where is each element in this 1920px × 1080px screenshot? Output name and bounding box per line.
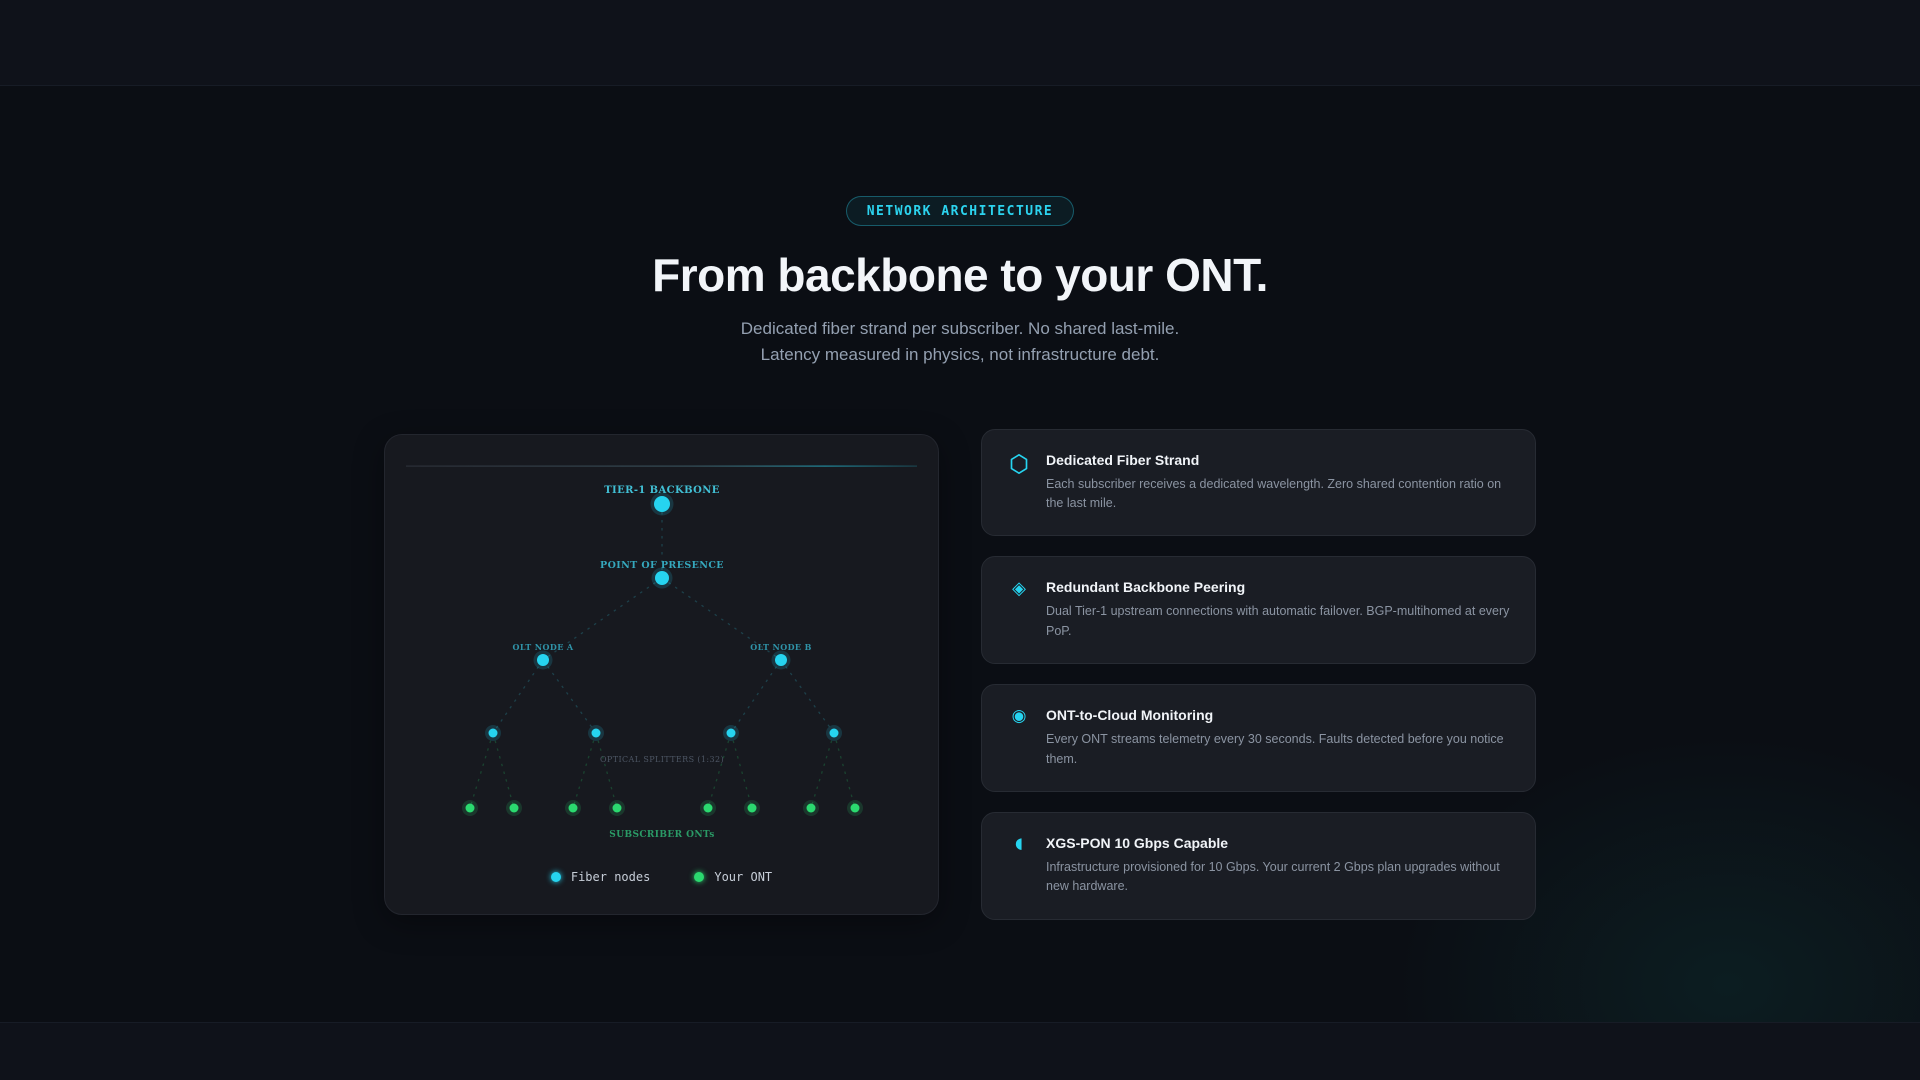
diagram-label: SUBSCRIBER ONTs (609, 830, 714, 840)
half-circle-icon: ◖ (1015, 833, 1023, 852)
legend-dot-green (694, 871, 705, 882)
diagram-edge (542, 659, 597, 734)
diagram-edge (595, 732, 618, 808)
diamond-icon: ◈ (1012, 578, 1026, 600)
feature-title: ONT-to-Cloud Monitoring (1046, 707, 1214, 724)
diagram-edge (492, 732, 515, 808)
diagram-node (655, 570, 669, 585)
diagram-node (488, 728, 498, 738)
diagram-node (568, 803, 578, 813)
feature-description: Every ONT streams telemetry every 30 sec… (1046, 732, 1504, 766)
feature-title: Dedicated Fiber Strand (1046, 451, 1200, 468)
feature-description: Dual Tier-1 upstream connections with au… (1046, 604, 1510, 638)
legend-label: Fiber nodes (570, 869, 651, 884)
diagram-edge (833, 732, 856, 808)
diagram-node (591, 728, 601, 738)
legend-item: Fiber nodes (550, 869, 651, 884)
header-bar (0, 0, 1920, 86)
feature-description: Infrastructure provisioned for 10 Gbps. … (1046, 859, 1500, 894)
diagram-node (537, 653, 549, 666)
diagram-label: OLT NODE A (513, 642, 574, 652)
legend-label: Your ONT (714, 869, 773, 884)
diagram-edge (810, 732, 835, 808)
feature-card: ◉ ONT-to-Cloud Monitoring Every ONT stre… (981, 684, 1536, 792)
feature-card: ◈ Redundant Backbone Peering Dual Tier-1… (981, 556, 1536, 665)
network-architecture-badge: NETWORK ARCHITECTURE (845, 196, 1075, 226)
legend-item: Your ONT (694, 870, 772, 884)
target-icon: ◉ (1011, 706, 1027, 727)
page-subtitle: Dedicated fiber strand per subscriber. N… (740, 319, 1180, 365)
diagram-edge (572, 732, 597, 808)
diagram-label: TIER-1 BACKBONE (604, 485, 720, 496)
diagram-legend: Fiber nodes Your ONT (550, 869, 772, 884)
panel-accent-line (406, 465, 917, 467)
diagram-panel: TIER-1 BACKBONE POINT OF PRESENCE OLT NODE… (384, 433, 939, 915)
diagram-node (775, 653, 787, 666)
footer-bar (0, 1022, 1920, 1080)
diagram-edge (730, 732, 753, 808)
diagram-edge (492, 659, 544, 734)
badge-label: NETWORK ARCHITECTURE (866, 203, 1054, 219)
diagram-label: POINT OF PRESENCE (600, 560, 724, 571)
diagram-node (806, 803, 816, 813)
diagram-label: OLT NODE B (750, 642, 812, 652)
diagram-edge (707, 732, 732, 808)
diagram-node (654, 495, 670, 512)
feature-card: ◖ XGS-PON 10 Gbps Capable Infrastructure… (981, 811, 1536, 920)
network-architecture-section: NETWORK ARCHITECTURE From backbone to yo… (0, 86, 1920, 1022)
diagram-node (726, 728, 736, 738)
diagram-node (509, 803, 519, 813)
network-diagram: TIER-1 BACKBONE POINT OF PRESENCE OLT NODE… (406, 465, 917, 840)
feature-card-list: Dedicated Fiber Strand Each subscriber r… (981, 428, 1536, 920)
feature-description: Each subscriber receives a dedicated wav… (1046, 476, 1502, 511)
diagram-edge (661, 577, 782, 661)
diagram-label: OPTICAL SPLITTERS (1:32) (600, 755, 724, 764)
diagram-node (612, 803, 622, 813)
diagram-edge (780, 659, 835, 734)
diagram-node (465, 803, 475, 813)
diagram-node (850, 803, 860, 813)
content-row: TIER-1 BACKBONE POINT OF PRESENCE OLT NODE… (384, 428, 1536, 920)
page-title: From backbone to your ONT. (652, 249, 1268, 301)
feature-title: Redundant Backbone Peering (1046, 579, 1246, 596)
diagram-edge (730, 659, 782, 734)
legend-dot-cyan (550, 871, 561, 882)
diagram-node (703, 803, 713, 813)
feature-title: XGS-PON 10 Gbps Capable (1046, 834, 1229, 851)
diagram-node (829, 728, 839, 738)
diagram-edge (542, 577, 663, 661)
diagram-edge (469, 732, 494, 808)
feature-card: Dedicated Fiber Strand Each subscriber r… (981, 428, 1536, 537)
hexagon-icon (1010, 453, 1028, 474)
diagram-node (747, 803, 757, 813)
